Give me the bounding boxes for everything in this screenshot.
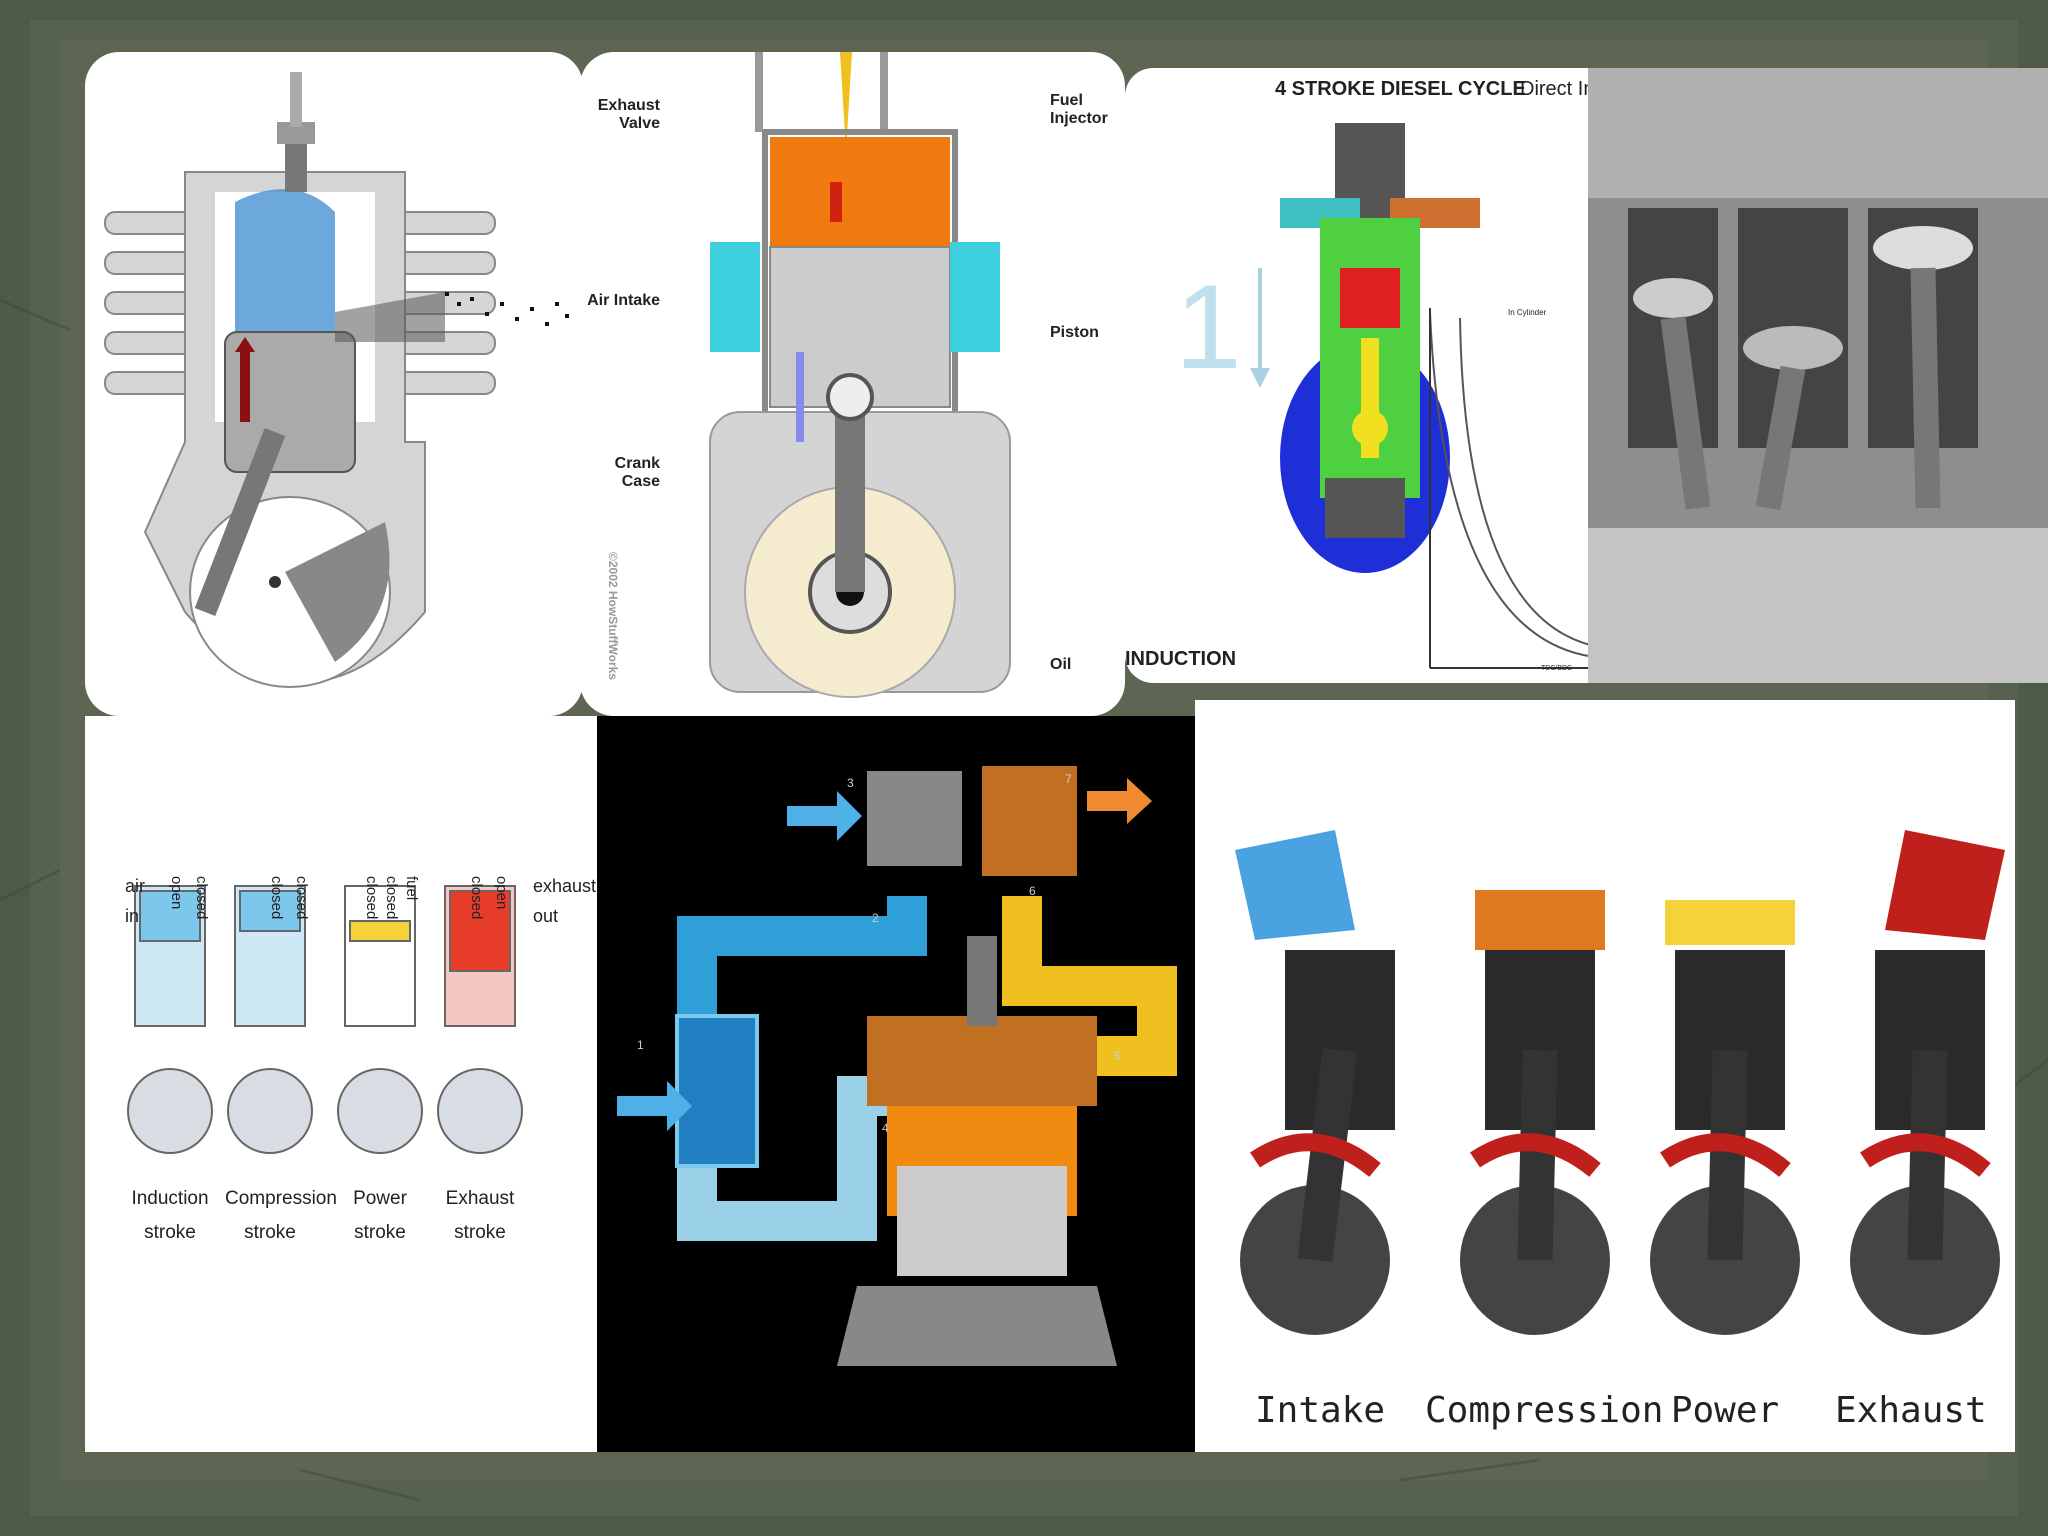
valve-label: fuel xyxy=(403,876,420,901)
marker-1: 1 xyxy=(637,1038,644,1052)
marker-6: 6 xyxy=(1029,884,1036,898)
four-stroke-panel: Intake Compression Power Exhaust xyxy=(1195,700,2015,1452)
marker-5: 5 xyxy=(1114,1049,1121,1063)
turbo-panel: 1 2 3 4 5 6 7 xyxy=(597,716,1195,1452)
marker-4: 4 xyxy=(882,1121,889,1135)
valve-label: closed xyxy=(468,876,485,920)
valve-strokes-panel: air in exhaust out open closed closed cl… xyxy=(85,716,597,1452)
valve-strokes-illustration xyxy=(127,885,523,1154)
diesel-cycle-title: 4 STROKE DIESEL CYCLE xyxy=(1275,78,1526,100)
engine-block-photo xyxy=(1588,68,2048,683)
diesel-cycle-panel: 4 STROKE DIESEL CYCLE Direct In 1 INDUCT… xyxy=(1125,68,1600,683)
stroke-label-intake: Intake xyxy=(1254,1390,1386,1431)
label-exhaust-valve: Exhaust Valve xyxy=(597,97,660,132)
stroke-label-exhaust: Exhaust xyxy=(1835,1390,1987,1431)
valve-label: closed xyxy=(268,876,285,920)
valve-label: closed xyxy=(193,876,210,920)
two-stroke-engine-illustration xyxy=(104,72,569,688)
stroke-caption: Power stroke xyxy=(353,1188,407,1243)
two-stroke-panel xyxy=(85,52,583,716)
valve-label: open xyxy=(493,876,510,910)
graph-x-label: TDC/BDC xyxy=(1541,665,1573,672)
stage-label: INDUCTION xyxy=(1125,648,1237,670)
label-crank-case: Crank Case xyxy=(614,455,660,490)
diesel-cycle-subtitle: Direct In xyxy=(1520,78,1595,100)
diesel-cycle-illustration xyxy=(1250,123,1600,669)
stroke-caption: Induction stroke xyxy=(131,1188,209,1243)
four-stroke-illustration xyxy=(1235,830,2005,1335)
exhaust-out-label: exhaust out xyxy=(533,876,597,926)
valve-label: closed xyxy=(383,876,400,920)
valve-label: closed xyxy=(293,876,310,920)
diesel-cylinder-illustration xyxy=(709,52,1011,698)
stroke-caption: Compression stroke xyxy=(225,1188,337,1243)
turbo-illustration xyxy=(617,766,1177,1366)
stroke-number: 1 xyxy=(1175,260,1242,394)
marker-2: 2 xyxy=(872,911,879,925)
stroke-caption: Exhaust stroke xyxy=(445,1188,515,1243)
stroke-label-power: Power xyxy=(1670,1390,1780,1431)
label-fuel-injector: Fuel Injector xyxy=(1050,92,1108,127)
stroke-label-compression: Compression xyxy=(1425,1390,1664,1431)
diesel-labeled-panel: Exhaust Valve Fuel Injector Air Intake P… xyxy=(580,52,1125,716)
label-piston: Piston xyxy=(1050,324,1099,341)
marker-7: 7 xyxy=(1065,772,1072,786)
valve-label: open xyxy=(168,876,185,910)
air-in-label: air in xyxy=(125,876,146,926)
graph-label: In Cylinder xyxy=(1508,308,1547,317)
copyright-text: ©2002 HowStuffWorks xyxy=(606,552,620,680)
label-oil: Oil xyxy=(1050,656,1072,673)
label-air-intake: Air Intake xyxy=(587,292,660,309)
valve-label: closed xyxy=(363,876,380,920)
marker-3: 3 xyxy=(847,776,854,790)
